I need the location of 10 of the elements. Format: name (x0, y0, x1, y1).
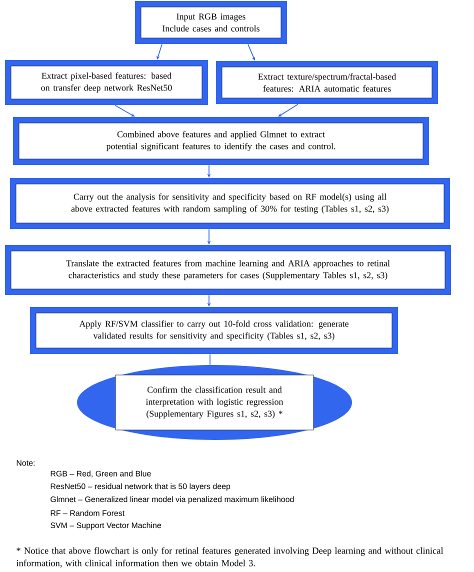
process-box: Extract texture/spectrum/fractal-based features: ARIA automatic features (216, 61, 438, 104)
process-box: Input RGB images Include cases and controls (135, 1, 287, 44)
process-box: Combined above features and applied Glmnet to extract potential significant features to identify the cases and control. (13, 117, 429, 165)
arrow (114, 104, 135, 117)
footnote: * Notice that above flowchart is only for retinal features generated involving Deep learning and without clinical information, with clinical information then we obtain Model 3. (16, 547, 444, 568)
process-box: Carry out the analysis for sensitivity and specificity based on RF model(s) using all above extracted features with random sampling of 30% for testing (Tables s1, s2, s3) (10, 178, 450, 229)
arrow (278, 104, 298, 117)
process-box: Translate the extracted features from machine learning and ARIA approaches to retinal characteristics and study these parameters for cases (Supplementary Tables s1, s2, s3) (5, 245, 451, 295)
process-box: Extract pixel-based features: based on transfer deep network ResNet50 (5, 60, 208, 105)
process-box: Apply RF/SVM classifier to carry out 10-fold cross validation: generate validated results for sensitivity and specificity (Tables s1, s2, s3) (30, 307, 398, 354)
